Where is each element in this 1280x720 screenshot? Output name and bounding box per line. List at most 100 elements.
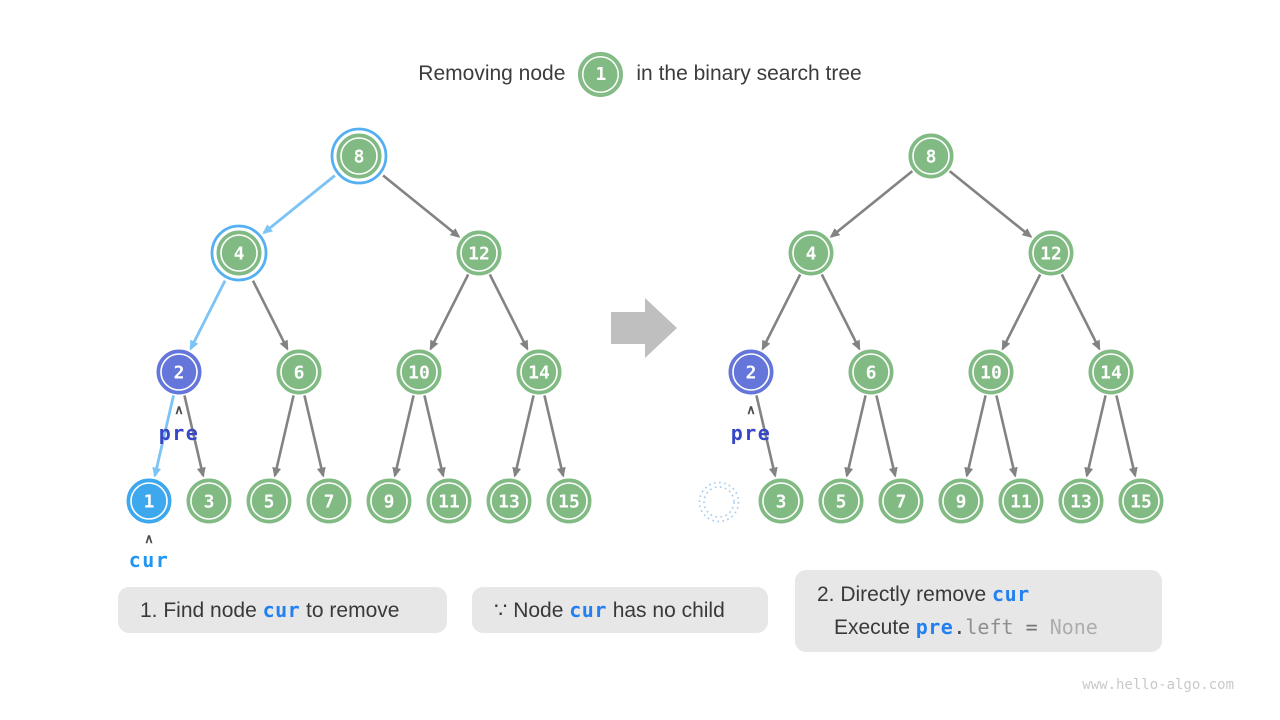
tree-node-11: 11 [426,478,472,524]
svg-text:6: 6 [294,363,305,384]
svg-text:8: 8 [354,147,365,168]
pointer-label-text: pre [731,421,772,445]
svg-text:2: 2 [174,363,185,384]
tree-node-11: 11 [998,478,1044,524]
edge-12-10 [1001,273,1042,351]
caret-up-icon: ∧ [144,531,154,546]
caption-keyword: cur [262,597,301,622]
svg-text:13: 13 [1070,492,1092,513]
tree-node-2: 2 [728,349,774,395]
caption-keyword: = [1013,615,1050,639]
transition-arrow-icon [611,298,677,358]
watermark: www.hello-algo.com [1082,677,1234,693]
edge-2-3 [183,395,206,478]
svg-text:11: 11 [1010,492,1032,513]
pointer-label-pre: ∧ pre [159,402,200,445]
caption-keyword: cur [992,582,1030,606]
tree-node-4: 4 [788,230,834,276]
pointer-label-cur: ∧ cur [129,531,170,572]
tree-node-6: 6 [848,349,894,395]
edge-4-2 [761,273,802,351]
caption-line: Execute pre.left = None [817,611,1140,644]
tree-node-8: 8 [330,127,388,185]
pointer-label-pre: ∧ pre [731,402,772,445]
edge-12-14 [488,273,529,351]
svg-text:9: 9 [956,492,967,513]
tree-node-10: 10 [396,349,442,395]
tree-node-13: 13 [486,478,532,524]
edge-6-7 [875,395,898,478]
svg-text:2: 2 [746,363,757,384]
removed-node-placeholder [698,481,740,523]
caption-keyword: None [1049,615,1098,639]
tree-node-8: 8 [908,133,954,179]
edge-4-6 [820,273,861,351]
svg-text:4: 4 [234,244,245,265]
edge-8-4 [262,174,336,235]
pointer-label-text: cur [129,548,170,572]
edge-4-2 [189,280,227,351]
tree-node-12: 12 [456,230,502,276]
edge-8-4 [829,170,914,238]
caption-text: Execute [834,616,916,639]
edge-10-11 [995,395,1018,478]
tree-node-9: 9 [938,478,984,524]
tree-node-6: 6 [276,349,322,395]
edge-10-9 [392,395,415,478]
svg-text:4: 4 [806,244,817,265]
tree-node-13: 13 [1058,478,1104,524]
caption-keyword: cur [569,597,607,622]
tree-node-1: 1 [126,478,172,524]
edge-14-15 [1115,395,1138,478]
tree-node-12: 12 [1028,230,1074,276]
caption-line: ∵ Node cur has no child [494,594,746,627]
diagram-title: Removing node 1 in the binary search tre… [0,50,1280,98]
svg-text:3: 3 [776,492,787,513]
svg-text:14: 14 [1100,363,1122,384]
tree-node-15: 15 [1118,478,1164,524]
svg-text:10: 10 [980,363,1002,384]
edge-10-11 [423,395,446,478]
title-node-value: 1 [595,63,607,85]
tree-node-15: 15 [546,478,592,524]
pointer-label-text: pre [159,421,200,445]
svg-text:8: 8 [926,147,937,168]
edge-6-5 [844,395,867,478]
svg-text:5: 5 [264,492,275,513]
edge-6-5 [272,395,295,478]
svg-text:15: 15 [558,492,580,513]
svg-text:5: 5 [836,492,847,513]
caption-line: 2. Directly remove cur [817,578,1140,611]
svg-text:15: 15 [1130,492,1152,513]
svg-text:7: 7 [324,492,335,513]
caption-reason: ∵ Node cur has no child [472,587,768,633]
edge-2-3 [755,395,778,478]
edge-12-10 [429,273,470,351]
edge-14-13 [512,395,535,478]
svg-text:10: 10 [408,363,430,384]
edge-8-12 [382,174,461,238]
caption-keyword: . [953,615,966,639]
svg-text:12: 12 [468,244,490,265]
caption-text: 2. Directly remove [817,583,993,606]
caret-up-icon: ∧ [174,402,184,417]
svg-text:12: 12 [1040,244,1062,265]
edge-14-13 [1084,395,1107,478]
caption-line: 1. Find node cur to remove [140,594,425,627]
edge-8-12 [948,170,1033,238]
tree-node-9: 9 [366,478,412,524]
tree-node-3: 3 [758,478,804,524]
tree-node-10: 10 [968,349,1014,395]
edge-6-7 [303,395,326,478]
tree-node-2: 2 [156,349,202,395]
svg-text:13: 13 [498,492,520,513]
tree-node-4: 4 [210,224,268,282]
svg-text:1: 1 [144,492,155,513]
edge-14-15 [543,395,566,478]
caption-step-1: 1. Find node cur to remove [118,587,447,633]
caret-up-icon: ∧ [746,402,756,417]
tree-node-14: 14 [1088,349,1134,395]
